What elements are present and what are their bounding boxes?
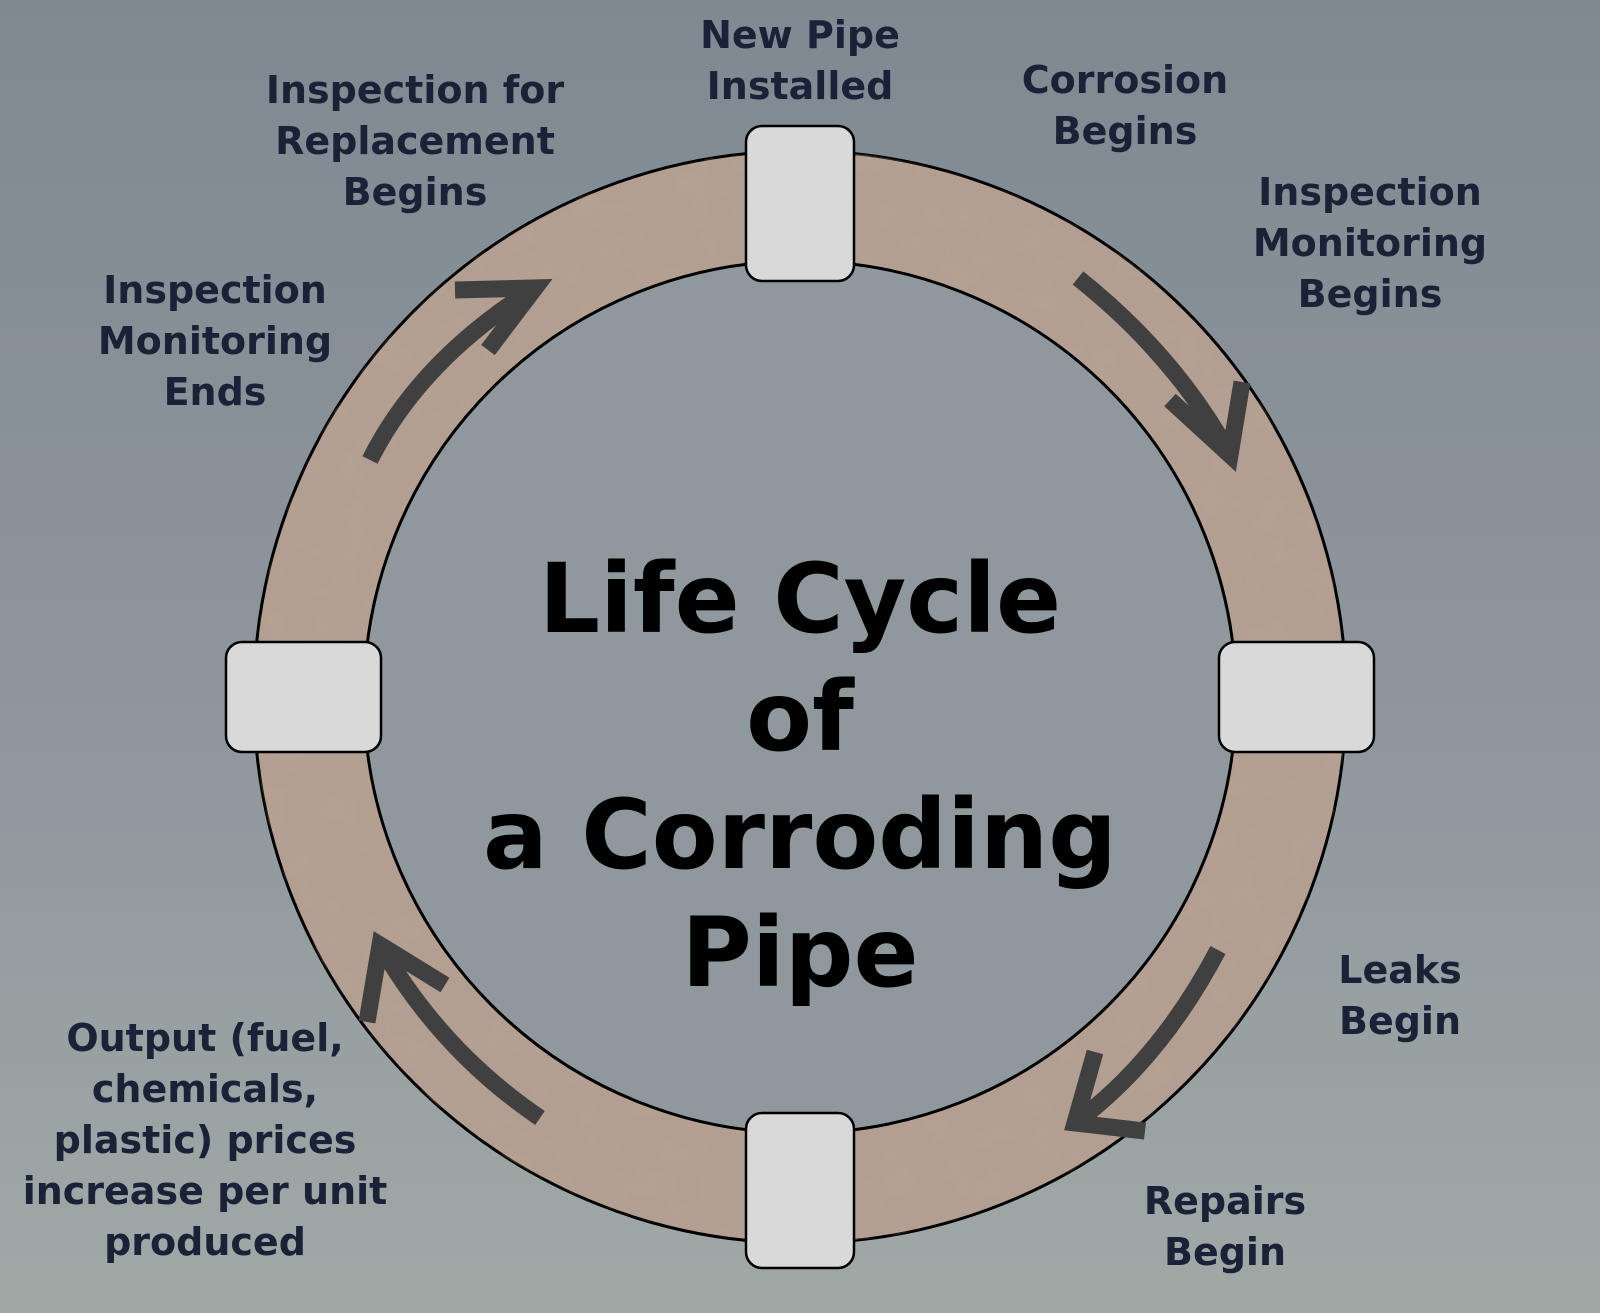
label-new-pipe-installed: New Pipe Installed bbox=[700, 13, 900, 108]
diagram-title: Life Cycle of a Corroding Pipe bbox=[483, 543, 1117, 1009]
arrow-bottom-right bbox=[1064, 946, 1226, 1140]
node-right bbox=[1217, 640, 1376, 754]
label-output-prices: Output (fuel, chemicals, plastic) prices… bbox=[22, 1016, 388, 1264]
label-inspection-for-replacement: Inspection for Replacement Begins bbox=[265, 68, 565, 214]
label-corrosion-begins: Corrosion Begins bbox=[1021, 58, 1229, 153]
ring-nodes bbox=[224, 124, 1376, 1270]
arrow-bottom-left bbox=[358, 931, 545, 1126]
label-leaks-begin: Leaks Begin bbox=[1338, 948, 1462, 1043]
arrow-top-left bbox=[362, 279, 553, 464]
arrow-top-right bbox=[1072, 271, 1251, 472]
label-inspection-monitoring-begins: Inspection Monitoring Begins bbox=[1252, 170, 1488, 316]
label-repairs-begin: Repairs Begin bbox=[1143, 1179, 1307, 1274]
node-top bbox=[744, 124, 856, 283]
cycle-arrows bbox=[358, 271, 1251, 1140]
pipe-ring bbox=[252, 149, 1348, 1245]
label-inspection-monitoring-ends: Inspection Monitoring Ends bbox=[97, 268, 333, 414]
node-bottom bbox=[744, 1111, 856, 1270]
node-left bbox=[224, 640, 383, 754]
